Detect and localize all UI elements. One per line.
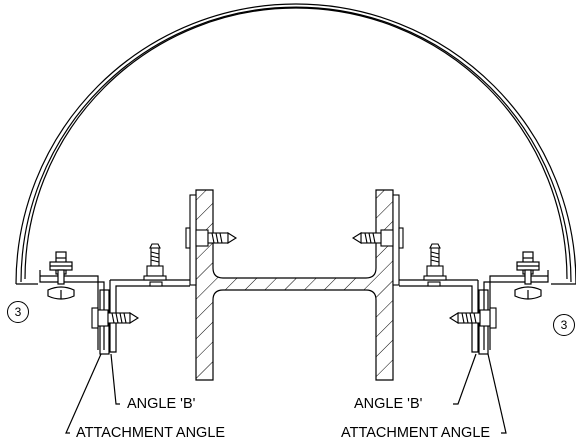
leader-lines [65, 353, 507, 434]
label-attachment-angle-right: ATTACHMENT ANGLE [341, 425, 491, 441]
callout-circle-right: 3 [553, 314, 575, 336]
attachment-screw-left [91, 307, 140, 329]
cover-bolt-left [47, 251, 75, 300]
flange-screw-left [185, 227, 238, 249]
angle-b-pieces [109, 279, 479, 353]
vertical-screw-right [423, 243, 447, 287]
attachment-screw-right [448, 307, 497, 329]
callout-circle-left: 3 [7, 301, 29, 323]
label-angle-b-right: ANGLE 'B' [354, 396, 423, 412]
dome-cover [15, 3, 576, 285]
cover-bolt-right [514, 251, 542, 300]
label-angle-b-left: ANGLE 'B' [127, 396, 196, 412]
attachment-plates [99, 289, 489, 355]
vertical-screw-left [143, 243, 167, 287]
i-beam [195, 189, 394, 381]
label-attachment-angle-left: ATTACHMENT ANGLE [76, 425, 226, 441]
flange-screw-right [351, 227, 404, 249]
